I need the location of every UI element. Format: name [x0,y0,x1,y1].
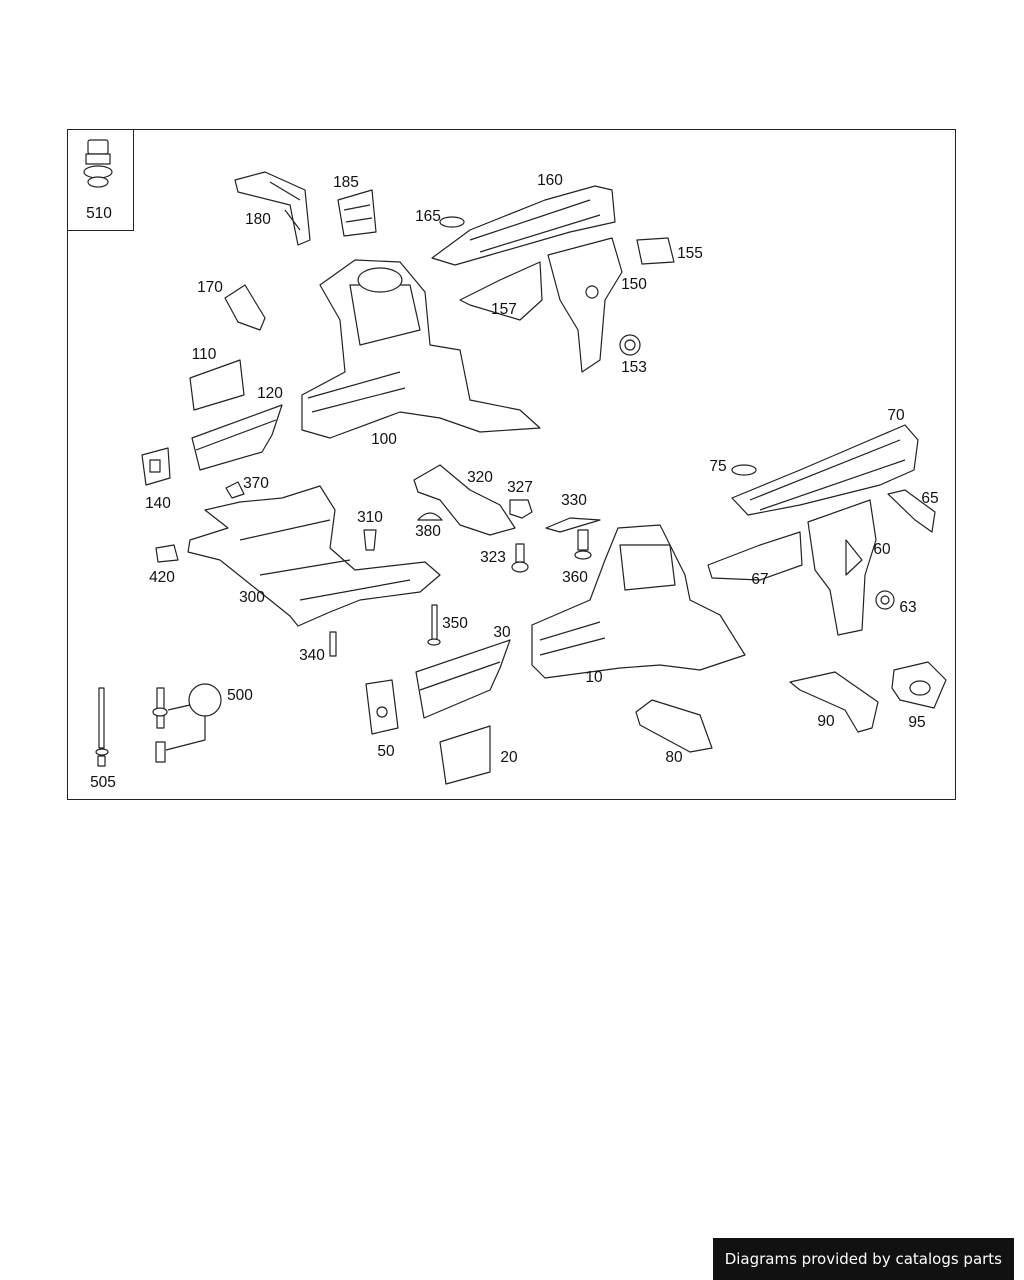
part-310-bolt [363,529,377,551]
callout-360: 360 [562,569,588,586]
callout-80: 80 [665,749,683,766]
callout-165: 165 [415,208,441,225]
callout-110: 110 [191,346,217,363]
callout-65: 65 [921,490,939,507]
callout-95: 95 [908,714,926,731]
part-505-long-bolt [95,687,109,767]
part-170-bracket [224,284,266,331]
part-155-plate [636,237,675,265]
part-100-wheelhouse-rail [301,259,541,439]
callout-90: 90 [817,713,835,730]
part-90-bracket [789,671,879,733]
part-157-panel [459,261,543,321]
part-165-clip [439,216,465,228]
part-60-panel [807,499,877,636]
part-510-nut-washer [83,139,113,188]
callout-505: 505 [90,774,116,791]
callout-380: 380 [415,523,441,540]
part-300-subframe [187,485,441,627]
part-160-upper-rail [431,185,616,266]
part-320-crossmember [413,464,516,536]
callout-420: 420 [149,569,175,586]
callout-155: 155 [677,245,703,262]
part-110-plate [189,359,245,411]
callout-20: 20 [500,749,518,766]
callout-10: 10 [585,669,603,686]
diagram-frame [67,129,956,800]
callout-180: 180 [245,211,271,228]
part-420-clip [155,544,179,563]
callout-30: 30 [493,624,511,641]
part-153-grommet [619,334,641,356]
part-120-reinforcement [191,404,283,471]
part-140-mount [141,447,171,486]
part-70-upper-rail [731,424,919,516]
callout-320: 320 [467,469,493,486]
inset-box-510 [67,129,134,231]
callout-300: 300 [239,589,265,606]
callout-500: 500 [227,687,253,704]
part-10-wheelhouse-rail [531,524,746,679]
part-350-bolt [427,604,441,646]
part-370-clip [225,481,245,499]
part-327-nut [509,499,533,519]
callout-60: 60 [873,541,891,558]
callout-350: 350 [442,615,468,632]
callout-140: 140 [145,495,171,512]
callout-70: 70 [887,407,905,424]
callout-63: 63 [899,599,917,616]
callout-370: 370 [243,475,269,492]
callout-340: 340 [299,647,325,664]
callout-160: 160 [537,172,563,189]
part-360-bolt [574,529,592,560]
part-63-grommet [875,590,895,610]
callout-153: 153 [621,359,647,376]
callout-50: 50 [377,743,395,760]
part-340-bolt [329,631,337,657]
callout-185: 185 [333,174,359,191]
part-67-panel [707,531,803,581]
callout-120: 120 [257,385,283,402]
part-323-bolt [511,543,529,573]
part-95-bracket [891,661,947,709]
callout-157: 157 [491,301,517,318]
part-185-bracket [337,189,377,237]
callout-170: 170 [197,279,223,296]
callout-327: 327 [507,479,533,496]
part-80-bracket [635,699,713,753]
part-30-reinforcement [415,639,511,719]
part-75-clip [731,464,757,476]
callout-330: 330 [561,492,587,509]
part-20-plate [439,725,491,785]
callout-100: 100 [371,431,397,448]
part-380-cap [417,512,443,521]
callout-323: 323 [480,549,506,566]
part-65-plate [887,489,936,533]
callout-67: 67 [751,571,769,588]
part-50-mount [365,679,399,735]
callout-310: 310 [357,509,383,526]
part-180-bracket [234,171,311,246]
part-330-strip [545,517,601,533]
part-150-panel [547,237,623,373]
part-500-bolt-kit [152,683,222,763]
callout-150: 150 [621,276,647,293]
footer-banner: Diagrams provided by catalogs parts [712,1238,1014,1280]
callout-75: 75 [709,458,727,475]
callout-510: 510 [86,205,112,222]
